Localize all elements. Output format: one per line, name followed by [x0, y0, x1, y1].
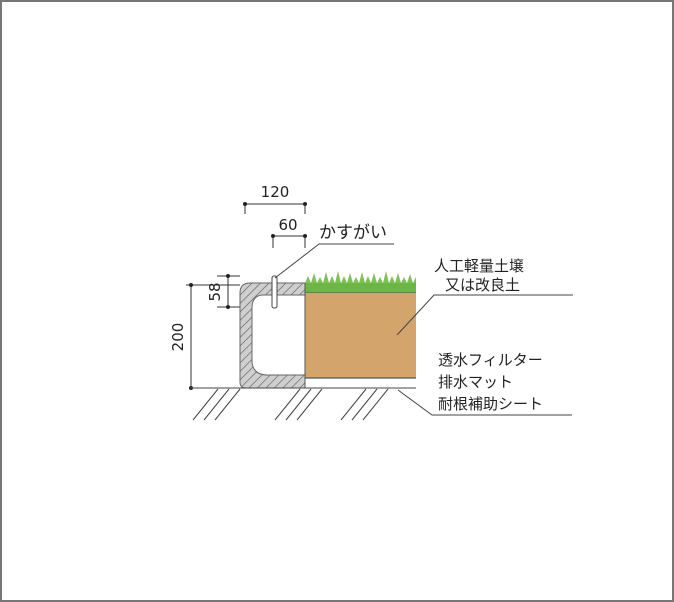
clamp-leader: [274, 243, 394, 279]
dimension-120: 120: [243, 183, 307, 214]
soil-layer: [305, 294, 416, 378]
soil-label-line2: 又は改良土: [445, 276, 520, 294]
layer-label-root-sheet: 耐根補助シート: [438, 395, 543, 413]
soil-label-line1: 人工軽量土壌: [434, 257, 524, 275]
dimension-58-label: 58: [206, 282, 224, 301]
layer-label-drain-mat: 排水マット: [438, 373, 513, 391]
dimension-60-label: 60: [278, 216, 297, 234]
soil-leader: [396, 294, 573, 336]
dimension-200: 200: [169, 283, 240, 390]
dimension-58: 58: [206, 274, 240, 309]
clamp-icon: [271, 275, 278, 309]
dimension-200-label: 200: [169, 323, 187, 352]
curb-section: [239, 282, 306, 389]
layer-label-filter: 透水フィルター: [438, 351, 543, 369]
dimension-60: 60: [271, 216, 307, 248]
grass-layer: [305, 271, 416, 294]
dimension-120-label: 120: [261, 183, 290, 201]
layers-leader: [397, 389, 572, 416]
ground-hatch: [192, 388, 389, 421]
clamp-label: かすがい: [319, 223, 387, 243]
